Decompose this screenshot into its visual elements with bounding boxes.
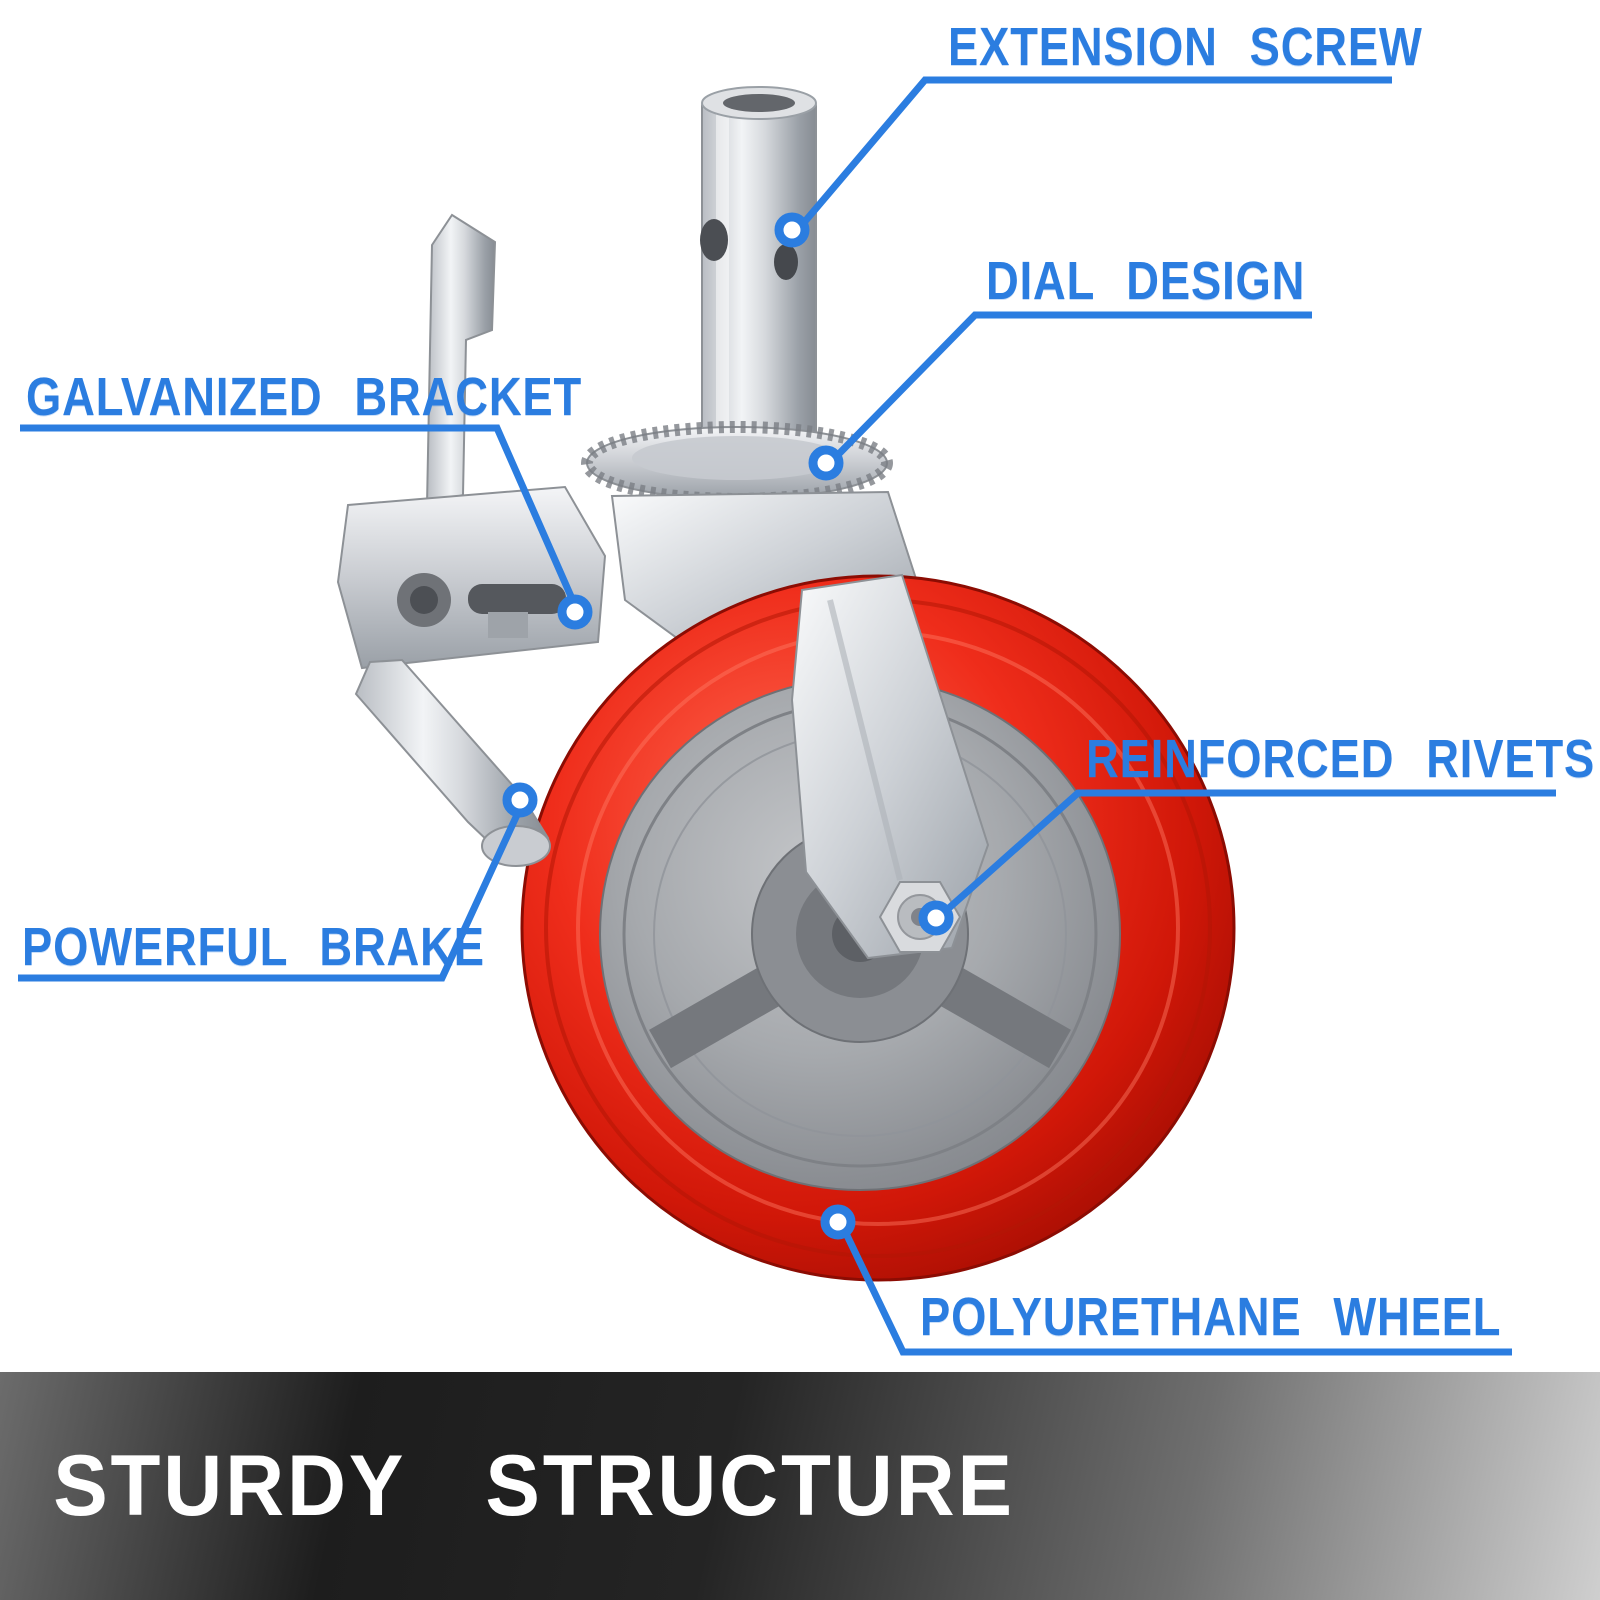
callout-label-reinforced-rivets: REINFORCED RIVETS	[1086, 729, 1596, 789]
brake-bracket	[336, 485, 607, 670]
bottom-banner: STURDY STRUCTURE	[0, 1372, 1600, 1600]
leader-powerful-brake	[18, 802, 526, 982]
callout-dot-galvanized-bracket	[557, 594, 593, 630]
callout-dot-extension-screw	[774, 212, 810, 248]
leader-galvanized-bracket	[20, 424, 581, 612]
leader-polyurethane-wheel	[838, 1223, 1512, 1356]
callout-dot-dial-design	[808, 445, 844, 481]
callout-label-dial-design: DIAL DESIGN	[986, 251, 1306, 311]
brake-upper-plate	[425, 213, 497, 507]
dial-ring	[581, 421, 893, 505]
leader-extension-screw	[793, 76, 1392, 235]
callout-label-polyurethane-wheel: POLYURETHANE WHEEL	[920, 1287, 1502, 1347]
callout-label-powerful-brake: POWERFUL BRAKE	[22, 917, 485, 977]
callout-dot-reinforced-rivets	[918, 900, 954, 936]
callout-dot-polyurethane-wheel	[820, 1204, 856, 1240]
callout-dot-powerful-brake	[502, 782, 538, 818]
leader-dial-design	[825, 311, 1312, 468]
extension-screw-stem	[700, 86, 817, 446]
banner-title: STURDY STRUCTURE	[53, 1437, 1015, 1534]
fork-leg	[790, 573, 990, 960]
callout-label-galvanized-bracket: GALVANIZED BRACKET	[26, 367, 583, 427]
leader-reinforced-rivets	[937, 789, 1556, 919]
callout-label-extension-screw: EXTENSION SCREW	[948, 17, 1423, 77]
